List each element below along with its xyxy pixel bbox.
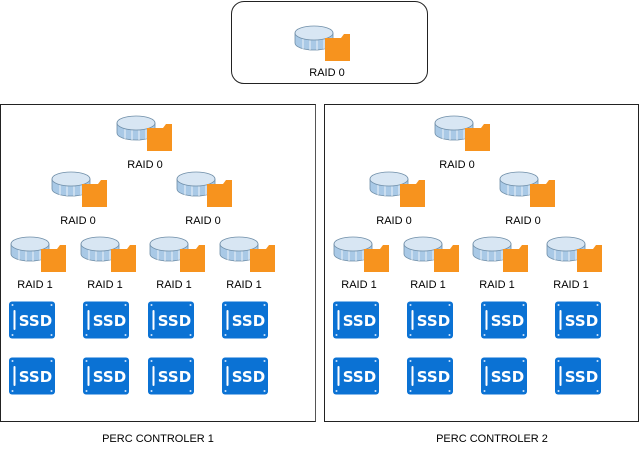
c1-level3-label: RAID 1 xyxy=(17,279,53,291)
svg-text:SSD: SSD xyxy=(93,368,126,386)
c1-level1-label: RAID 0 xyxy=(127,159,163,171)
ssd-drive-icon: SSD xyxy=(555,357,602,395)
svg-text:SSD: SSD xyxy=(343,312,376,330)
c1-level3-label: RAID 1 xyxy=(87,279,123,291)
ssd-drive-icon: SSD xyxy=(9,301,56,339)
c2-level3-label: RAID 1 xyxy=(553,279,589,291)
svg-text:SSD: SSD xyxy=(491,368,524,386)
ssd-drive-icon: SSD xyxy=(83,301,130,339)
svg-text:SSD: SSD xyxy=(158,368,191,386)
ssd-drive-icon: SSD xyxy=(407,301,454,339)
raid-volume-icon xyxy=(10,235,68,273)
ssd-drive-icon: SSD xyxy=(333,357,380,395)
c2-level3-label: RAID 1 xyxy=(479,279,515,291)
raid-volume-icon xyxy=(546,235,604,273)
c2-level3-label: RAID 1 xyxy=(410,279,446,291)
svg-text:SSD: SSD xyxy=(19,368,52,386)
perc-controller-2-caption: PERC CONTROLER 2 xyxy=(436,433,548,445)
ssd-drive-icon: SSD xyxy=(148,301,195,339)
svg-text:SSD: SSD xyxy=(19,312,52,330)
svg-text:SSD: SSD xyxy=(93,312,126,330)
raid-volume-icon xyxy=(149,235,207,273)
raid-volume-icon xyxy=(176,170,234,208)
top-raid-label: RAID 0 xyxy=(309,67,345,79)
svg-text:SSD: SSD xyxy=(565,312,598,330)
ssd-drive-icon: SSD xyxy=(148,357,195,395)
ssd-drive-icon: SSD xyxy=(333,301,380,339)
svg-text:SSD: SSD xyxy=(232,312,265,330)
svg-text:SSD: SSD xyxy=(158,312,191,330)
raid-volume-icon xyxy=(51,170,109,208)
ssd-drive-icon: SSD xyxy=(481,301,528,339)
c1-level2-label: RAID 0 xyxy=(60,215,96,227)
c2-level2-label: RAID 0 xyxy=(376,215,412,227)
raid-volume-icon xyxy=(333,235,391,273)
ssd-drive-icon: SSD xyxy=(555,301,602,339)
c1-level3-label: RAID 1 xyxy=(226,279,262,291)
c2-level2-label: RAID 0 xyxy=(505,215,541,227)
perc-controller-1-caption: PERC CONTROLER 1 xyxy=(102,433,214,445)
raid-volume-icon xyxy=(116,114,174,152)
ssd-drive-icon: SSD xyxy=(83,357,130,395)
raid-volume-icon xyxy=(499,170,557,208)
c2-level3-label: RAID 1 xyxy=(341,279,377,291)
raid-volume-icon xyxy=(403,235,461,273)
svg-text:SSD: SSD xyxy=(417,368,450,386)
raid-volume-icon xyxy=(369,170,427,208)
ssd-drive-icon: SSD xyxy=(222,357,269,395)
raid-volume-icon xyxy=(434,114,492,152)
svg-text:SSD: SSD xyxy=(565,368,598,386)
svg-text:SSD: SSD xyxy=(232,368,265,386)
ssd-drive-icon: SSD xyxy=(407,357,454,395)
raid-volume-icon xyxy=(294,24,352,62)
ssd-drive-icon: SSD xyxy=(9,357,56,395)
c1-level2-label: RAID 0 xyxy=(185,215,221,227)
ssd-drive-icon: SSD xyxy=(222,301,269,339)
raid-volume-icon xyxy=(472,235,530,273)
raid-volume-icon xyxy=(80,235,138,273)
c2-level1-label: RAID 0 xyxy=(439,159,475,171)
ssd-drive-icon: SSD xyxy=(481,357,528,395)
svg-text:SSD: SSD xyxy=(491,312,524,330)
svg-text:SSD: SSD xyxy=(343,368,376,386)
svg-text:SSD: SSD xyxy=(417,312,450,330)
raid-volume-icon xyxy=(219,235,277,273)
c1-level3-label: RAID 1 xyxy=(156,279,192,291)
